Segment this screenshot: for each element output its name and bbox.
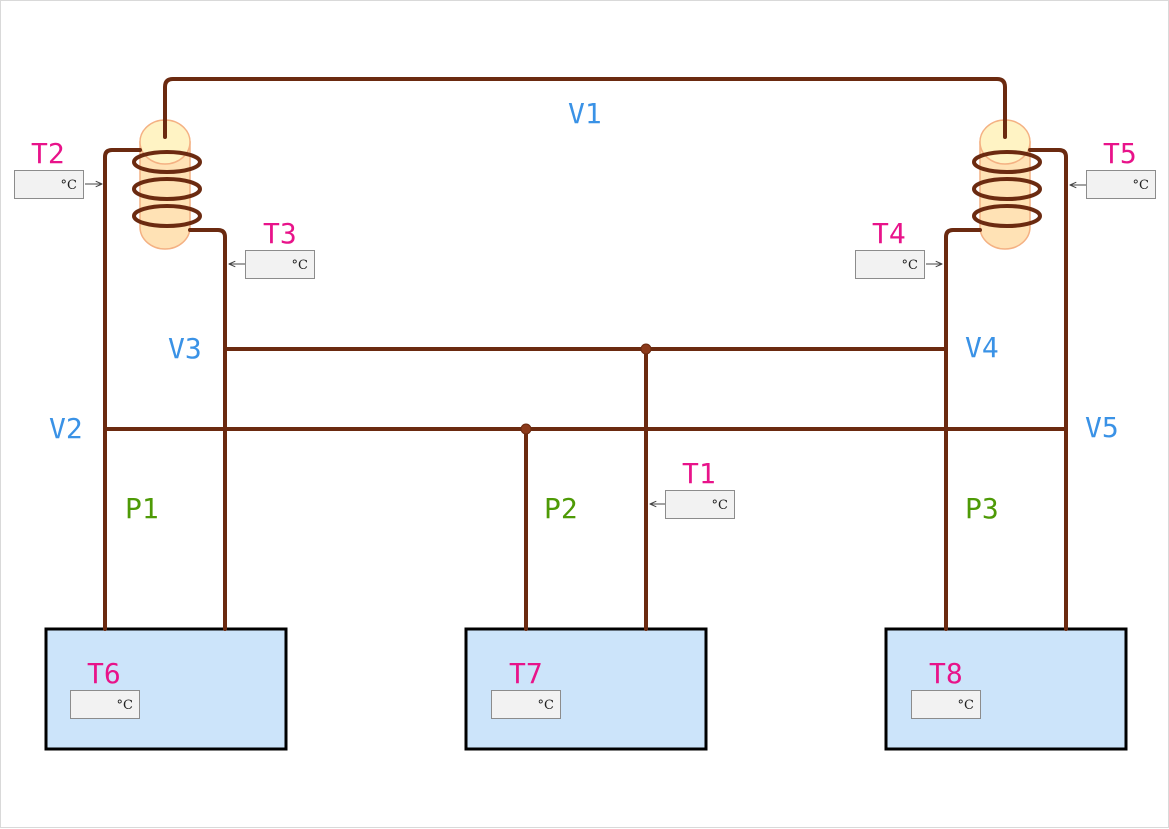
- valve-label-v3: V3: [168, 332, 202, 365]
- pipe-right-inner: [944, 228, 982, 631]
- tank-right: [884, 627, 1128, 751]
- sensor-label-t8: T8: [929, 657, 963, 690]
- pipe-left-inner: [188, 228, 227, 631]
- sensor-readout-t8[interactable]: °C: [911, 690, 981, 719]
- heat-exchanger-left: [139, 119, 191, 250]
- pump-label-p1: P1: [125, 492, 159, 525]
- valve-label-v2: V2: [49, 412, 83, 445]
- pump-label-p3: P3: [965, 492, 999, 525]
- coil-left: [132, 150, 202, 228]
- sensor-label-t6: T6: [87, 657, 121, 690]
- valve-label-v5: V5: [1085, 411, 1119, 444]
- sensor-readout-t1[interactable]: °C: [665, 490, 735, 519]
- sensor-label-t1: T1: [682, 457, 716, 490]
- pipe-v1: [163, 77, 1007, 139]
- sensor-readout-t6[interactable]: °C: [70, 690, 140, 719]
- tank-middle: [464, 627, 708, 751]
- pipe-right-outer: [1028, 148, 1068, 631]
- sensor-readout-t3[interactable]: °C: [245, 250, 315, 279]
- valve-label-v1: V1: [568, 97, 602, 130]
- pump-label-p2: P2: [544, 492, 578, 525]
- sensor-label-t2: T2: [31, 137, 65, 170]
- pipe-left-outer: [103, 148, 142, 631]
- sensor-readout-t5[interactable]: °C: [1086, 170, 1156, 199]
- sensor-label-t4: T4: [872, 217, 906, 250]
- sensor-label-t7: T7: [509, 657, 543, 690]
- coil-right: [972, 150, 1042, 228]
- sensor-readout-t2[interactable]: °C: [14, 170, 84, 199]
- valve-label-v4: V4: [965, 331, 999, 364]
- tank-left: [44, 627, 288, 751]
- junction-dot: [640, 343, 652, 355]
- heat-exchanger-right: [979, 119, 1031, 250]
- sensor-readout-t4[interactable]: °C: [855, 250, 925, 279]
- sensor-label-t5: T5: [1103, 137, 1137, 170]
- sensor-readout-t7[interactable]: °C: [491, 690, 561, 719]
- junction-dot: [520, 423, 532, 435]
- sensor-label-t3: T3: [263, 217, 297, 250]
